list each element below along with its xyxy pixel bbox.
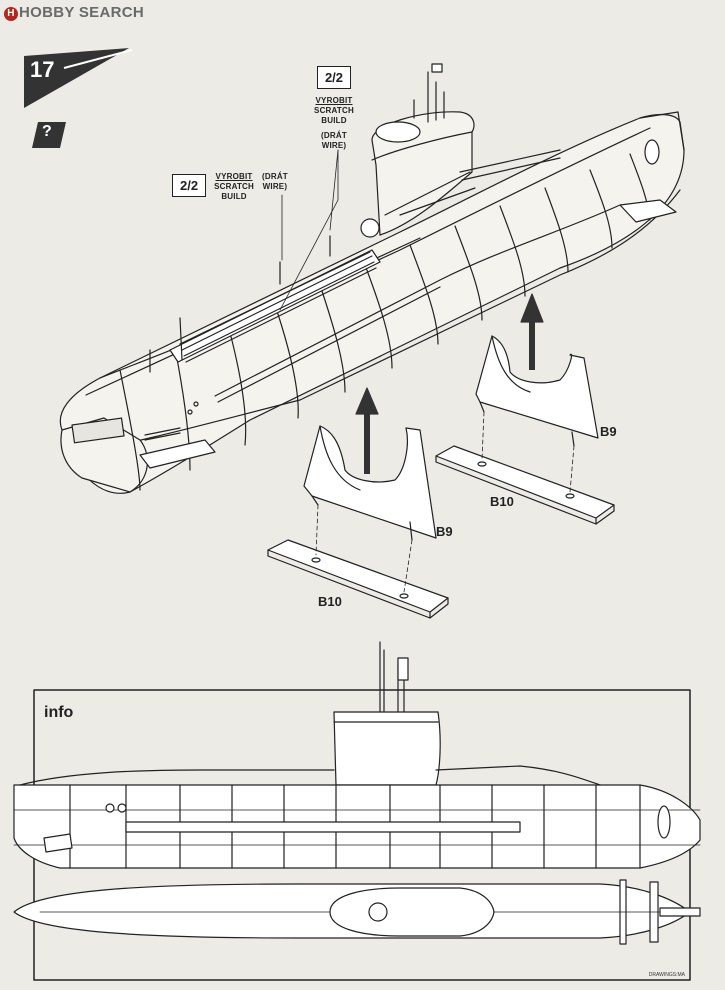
drat-label: (DRÁT bbox=[321, 131, 347, 140]
part-b9-front: B9 bbox=[436, 524, 453, 539]
base-b10-rear bbox=[435, 445, 615, 525]
wire-label: WIRE) bbox=[262, 182, 288, 191]
scratch-label: SCRATCH bbox=[314, 106, 354, 115]
drawings-credit: DRAWINGS:MA bbox=[648, 972, 685, 978]
vyrobit-label: VYROBIT bbox=[215, 172, 253, 181]
question-mark: ? bbox=[42, 123, 52, 140]
base-b10-front bbox=[267, 539, 449, 619]
wire-label: WIRE) bbox=[321, 141, 347, 150]
part-box-left: 2/2 bbox=[172, 174, 207, 197]
stand-b9-front bbox=[303, 425, 437, 541]
build-label: BUILD bbox=[221, 192, 247, 201]
submarine-top-profile bbox=[13, 879, 701, 945]
drat-label: (DRÁT bbox=[262, 172, 288, 181]
submarine-side-profile bbox=[13, 641, 701, 869]
step-number: 17 bbox=[30, 57, 55, 82]
watermark-text: HOBBY SEARCH bbox=[19, 4, 145, 21]
step-badge-shape bbox=[24, 48, 133, 108]
part-b10-front: B10 bbox=[318, 594, 342, 609]
scratch-label: SCRATCH bbox=[214, 182, 254, 191]
vyrobit-label: VYROBIT bbox=[315, 96, 353, 105]
part-box-upper: 2/2 bbox=[316, 66, 352, 89]
scratch-label-left: 2/2 VYROBIT SCRATCH BUILD (DRÁT WIRE) bbox=[172, 172, 342, 202]
scratch-label-upper: 2/2 VYROBIT SCRATCH BUILD (DRÁT WIRE) bbox=[308, 66, 360, 151]
part-b9-rear: B9 bbox=[600, 424, 617, 439]
submarine-hull-3d bbox=[59, 63, 685, 494]
hobby-search-logo-icon: H bbox=[4, 7, 18, 21]
arrow-up-front-icon bbox=[355, 387, 379, 474]
part-b10-rear: B10 bbox=[490, 494, 514, 509]
arrow-up-rear-icon bbox=[520, 293, 544, 370]
info-label: info bbox=[44, 704, 74, 721]
question-badge-shape bbox=[32, 122, 66, 148]
build-label: BUILD bbox=[321, 116, 347, 125]
info-panel-frame bbox=[33, 689, 691, 981]
stand-b9-rear bbox=[475, 335, 599, 447]
